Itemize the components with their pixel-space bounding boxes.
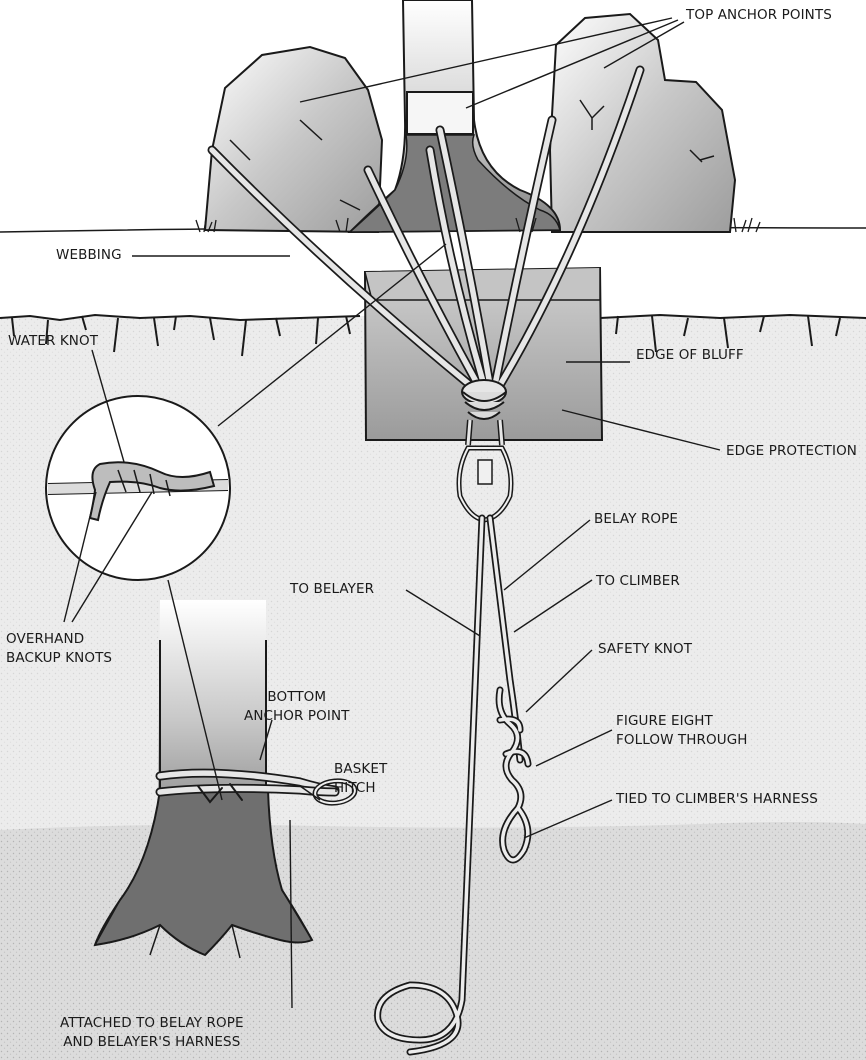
label-attached-to-belay-rope: ATTACHED TO BELAY ROPE AND BELAYER'S HAR… <box>60 1014 244 1052</box>
label-figure-eight-follow-through: FIGURE EIGHT FOLLOW THROUGH <box>616 712 748 750</box>
water-knot-inset <box>46 396 230 580</box>
label-webbing: WEBBING <box>56 246 122 265</box>
label-overhand-line-2: BACKUP KNOTS <box>6 649 112 668</box>
label-attached-line-2: AND BELAYER'S HARNESS <box>60 1033 244 1052</box>
label-figure-eight-line-2: FOLLOW THROUGH <box>616 731 748 750</box>
label-figure-eight-line-1: FIGURE EIGHT <box>616 712 748 731</box>
label-bottom-anchor-line-1: BOTTOM <box>244 688 350 707</box>
label-overhand-backup-knots: OVERHAND BACKUP KNOTS <box>6 630 112 668</box>
label-basket-hitch-line-1: BASKET <box>334 760 387 779</box>
label-basket-hitch-line-2: HITCH <box>334 779 387 798</box>
label-top-anchor-points: TOP ANCHOR POINTS <box>686 6 832 25</box>
label-bottom-anchor-line-2: ANCHOR POINT <box>244 707 350 726</box>
label-edge-protection: EDGE PROTECTION <box>726 442 857 461</box>
label-to-belayer: TO BELAYER <box>290 580 374 599</box>
label-safety-knot: SAFETY KNOT <box>598 640 692 659</box>
left-rock <box>205 47 382 232</box>
label-attached-line-1: ATTACHED TO BELAY ROPE <box>60 1014 244 1033</box>
label-water-knot: WATER KNOT <box>8 332 98 351</box>
label-bottom-anchor-point: BOTTOM ANCHOR POINT <box>244 688 350 726</box>
right-rock <box>550 14 735 232</box>
label-belay-rope: BELAY ROPE <box>594 510 678 529</box>
label-tied-to-climbers-harness: TIED TO CLIMBER'S HARNESS <box>616 790 818 809</box>
label-edge-of-bluff: EDGE OF BLUFF <box>636 346 744 365</box>
label-overhand-line-1: OVERHAND <box>6 630 112 649</box>
label-to-climber: TO CLIMBER <box>596 572 680 591</box>
label-basket-hitch: BASKET HITCH <box>334 760 387 798</box>
